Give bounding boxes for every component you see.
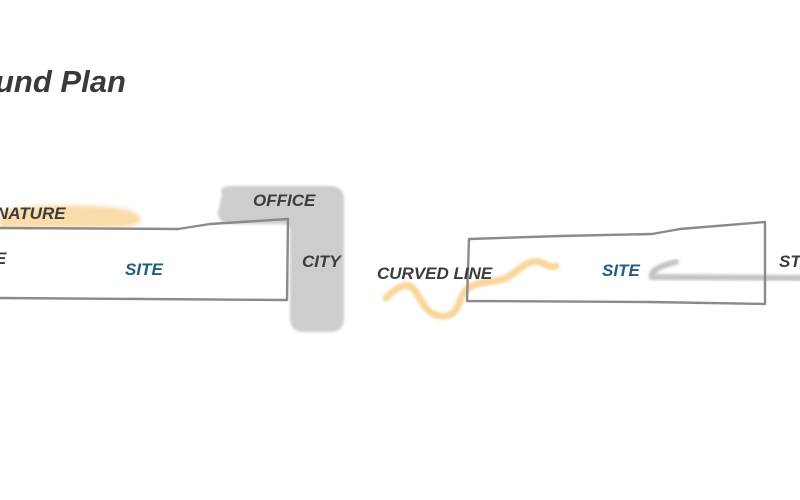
gray-arrow-stroke [648,259,800,281]
site-outline-right [465,220,767,306]
label-curved-line: CURVED LINE [377,264,493,283]
site-outline-left [0,217,290,302]
label-site-right: SITE [602,261,640,280]
label-left-edge: E [0,250,6,267]
label-site-left: SITE [125,260,163,279]
label-right-edge: ST [779,252,800,271]
page-title: und Plan [0,64,126,99]
label-office: OFFICE [253,191,316,210]
curved-line-stroke [382,257,560,320]
label-nature: NATURE [0,204,66,223]
label-city: CITY [302,252,341,271]
nature-zone [0,205,141,228]
